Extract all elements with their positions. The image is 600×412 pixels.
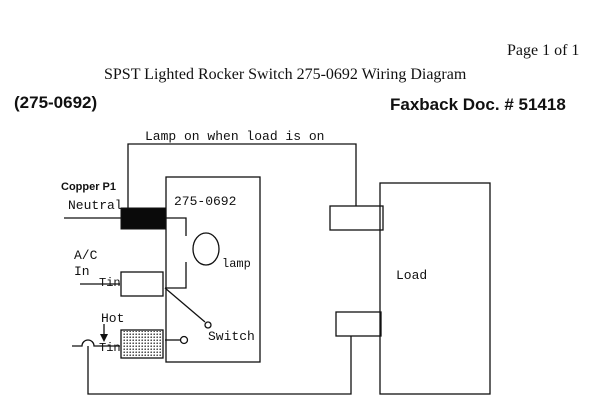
- switch-contact-upper: [204, 321, 212, 329]
- tin-top-label: Tin: [99, 276, 121, 290]
- copper-label: Copper P1: [61, 181, 117, 193]
- switch-body: [165, 176, 261, 363]
- load-terminal-top: [329, 205, 384, 231]
- neutral-label: Neutral: [68, 198, 123, 213]
- tin-terminal-bottom-fill: [122, 331, 162, 357]
- hot-arrow-head: [100, 334, 108, 342]
- switch-contact-lower: [179, 335, 189, 345]
- internal-wire-switch-blade: [164, 287, 206, 323]
- lamp-label: lamp: [222, 257, 251, 271]
- bottom-wire: [87, 336, 352, 395]
- internal-wire-top: [166, 217, 187, 236]
- lamp-wire: [127, 143, 357, 208]
- load-box: [379, 182, 491, 395]
- copper-terminal: [120, 207, 167, 230]
- switch-part-label: 275-0692: [174, 194, 237, 209]
- hot-wire: [72, 339, 120, 347]
- load-terminal-bottom: [335, 311, 382, 337]
- tin-bottom-label: Tin: [99, 341, 121, 355]
- page-indicator: Page 1 of 1: [507, 42, 580, 59]
- switch-label: Switch: [208, 329, 255, 344]
- lamp-symbol: [192, 232, 220, 266]
- hot-label: Hot: [101, 311, 125, 326]
- part-number-heading: (275-0692): [14, 93, 98, 112]
- faxback-heading: Faxback Doc. # 51418: [390, 95, 566, 114]
- lamp-note-label: Lamp on when load is on: [145, 129, 325, 144]
- tin-terminal-bottom: [120, 329, 164, 359]
- load-label: Load: [396, 268, 428, 283]
- ac-label: A/C: [74, 248, 98, 263]
- internal-wire-lamp: [165, 262, 187, 289]
- tin-terminal-top: [120, 271, 164, 297]
- in-label: In: [74, 264, 90, 279]
- diagram-title: SPST Lighted Rocker Switch 275-0692 Wiri…: [104, 66, 467, 83]
